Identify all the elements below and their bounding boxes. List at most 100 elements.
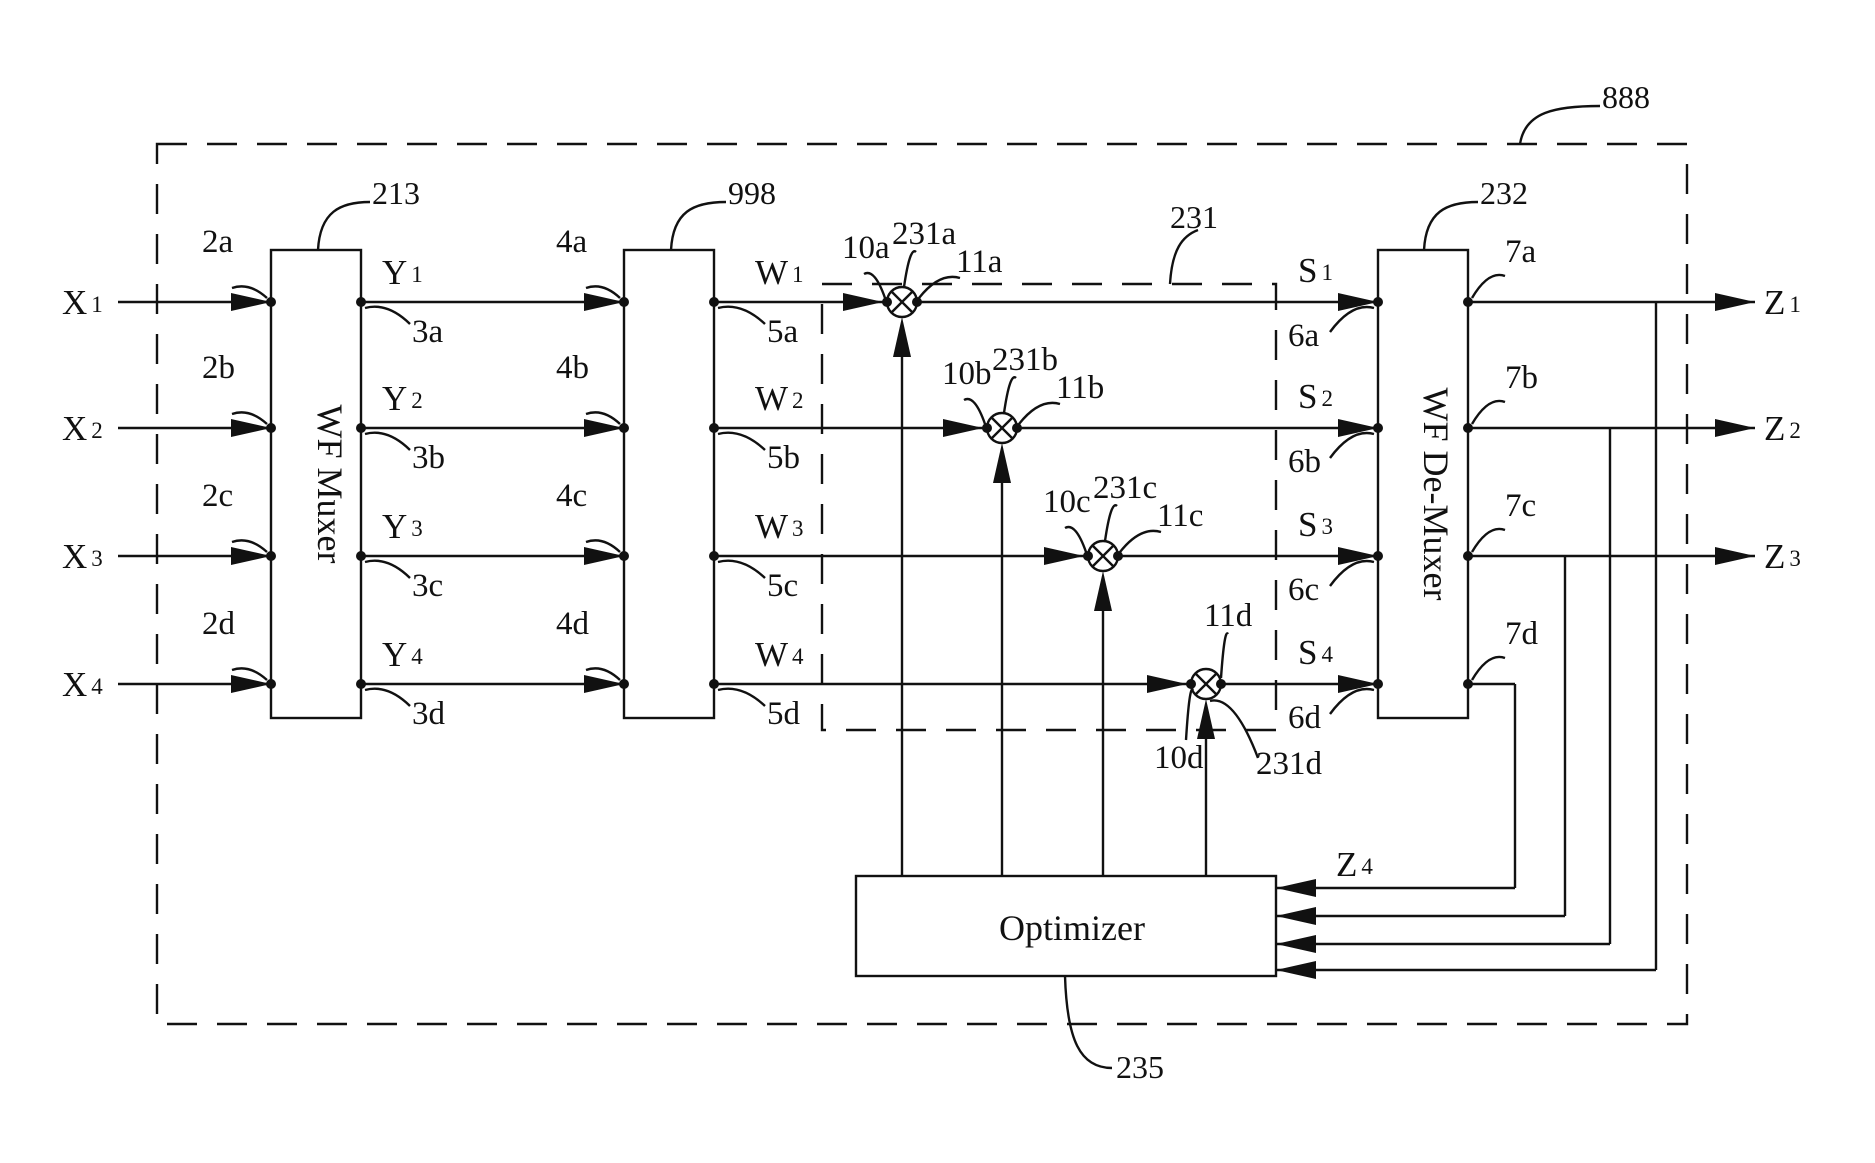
signal-label-w3: W3: [755, 507, 804, 546]
ref-231: 231: [1170, 199, 1218, 235]
signal-label-y3: Y3: [382, 507, 423, 546]
ref-235: 235: [1116, 1049, 1164, 1085]
port-label-2a: 2a: [202, 224, 234, 260]
muxer-port-2a: [266, 297, 276, 307]
feedback-arrow-z3: [1276, 907, 1316, 925]
port-label-4a: 4a: [556, 224, 588, 260]
port-label-10c: 10c: [1043, 484, 1091, 520]
feedback-arrow-z1: [1276, 961, 1316, 979]
signal-label-w2: W2: [755, 379, 804, 418]
mixer-in-10b: [982, 423, 992, 433]
middle-port-4b: [619, 423, 629, 433]
input-label-x1: X1: [62, 283, 103, 322]
port-label-4d: 4d: [556, 606, 590, 642]
output-arrow-z1: [1715, 293, 1755, 311]
input-label-x2: X2: [62, 409, 103, 448]
signal-label-y4: Y4: [382, 635, 423, 674]
middle-block: [624, 250, 714, 718]
muxer-port-2d: [266, 679, 276, 689]
port-label-6c: 6c: [1288, 572, 1319, 608]
demuxer-port-6c: [1373, 551, 1383, 561]
feedback-arrow-z4: [1276, 879, 1316, 897]
mixer-group-leader: [1170, 230, 1198, 284]
mixer-label-231d: 231d: [1256, 746, 1323, 782]
middle-port-4d: [619, 679, 629, 689]
port-label-3a: 3a: [412, 314, 444, 350]
leader-6b: [1330, 433, 1374, 458]
leader-7a: [1472, 275, 1505, 298]
leader-5d: [718, 689, 765, 706]
control-arrow-231b: [993, 443, 1011, 483]
port-label-5d: 5d: [767, 696, 801, 732]
optimizer-leader: [1065, 976, 1112, 1068]
leader-3c: [365, 561, 410, 578]
demuxer-port-6a: [1373, 297, 1383, 307]
output-arrow-z2: [1715, 419, 1755, 437]
system-leader: [1520, 106, 1600, 144]
leader-11d: [1221, 633, 1228, 678]
leader-5b: [718, 433, 765, 450]
signal-label-y2: Y2: [382, 379, 423, 418]
leader-10d: [1186, 689, 1193, 740]
leader-11a: [919, 277, 960, 298]
port-label-2b: 2b: [202, 350, 235, 386]
leader-3a: [365, 307, 410, 324]
port-label-10b: 10b: [942, 356, 992, 392]
leader-3b: [365, 433, 410, 450]
muxer-port-2b: [266, 423, 276, 433]
port-label-2c: 2c: [202, 478, 233, 514]
signal-label-s1: S1: [1298, 251, 1333, 290]
mixer-label-231b: 231b: [992, 342, 1058, 378]
port-label-5b: 5b: [767, 440, 800, 476]
mixer-label-231c: 231c: [1093, 470, 1157, 506]
leader-5c: [718, 561, 765, 578]
arrow-w3: [1044, 547, 1084, 565]
arrow-w4: [1147, 675, 1187, 693]
port-label-11a: 11a: [956, 244, 1003, 280]
muxer-label: WF Muxer: [310, 405, 350, 564]
leader-11c: [1120, 531, 1161, 552]
arrow-w1: [843, 293, 883, 311]
signal-label-w1: W1: [755, 253, 804, 292]
output-label-z3: Z3: [1764, 537, 1801, 576]
middle-leader: [671, 202, 726, 250]
port-label-6b: 6b: [1288, 444, 1321, 480]
mixer-in-10d: [1186, 679, 1196, 689]
ref-232: 232: [1480, 175, 1528, 211]
control-arrow-231d: [1197, 699, 1215, 739]
leader-6c: [1330, 561, 1374, 586]
leader-11b: [1019, 403, 1060, 424]
port-label-2d: 2d: [202, 606, 236, 642]
port-label-5c: 5c: [767, 568, 798, 604]
port-label-5a: 5a: [767, 314, 799, 350]
control-arrow-231a: [893, 317, 911, 357]
leader-6d: [1330, 689, 1374, 714]
demuxer-leader: [1424, 202, 1478, 250]
muxer-leader: [318, 202, 370, 250]
port-label-4b: 4b: [556, 350, 589, 386]
input-label-x4: X4: [62, 665, 103, 704]
demuxer-label: WF De-Muxer: [1416, 388, 1456, 601]
leader-5a: [718, 307, 765, 324]
leader-7c: [1472, 529, 1505, 552]
leader-10a: [864, 273, 885, 298]
port-label-3c: 3c: [412, 568, 443, 604]
control-arrow-231c: [1094, 571, 1112, 611]
port-label-7b: 7b: [1505, 360, 1538, 396]
port-label-10a: 10a: [842, 230, 890, 266]
mixer-in-10a: [882, 297, 892, 307]
signal-label-w4: W4: [755, 635, 804, 674]
leader-7b: [1472, 401, 1505, 424]
port-label-10d: 10d: [1154, 740, 1204, 776]
output-label-z2: Z2: [1764, 409, 1801, 448]
leader-3d: [365, 689, 410, 706]
signal-label-s3: S3: [1298, 505, 1333, 544]
leader-231c: [1105, 505, 1117, 541]
leader-10b: [964, 399, 985, 424]
middle-port-4a: [619, 297, 629, 307]
leader-7d: [1472, 657, 1505, 680]
leader-6a: [1330, 307, 1374, 332]
middle-port-4c: [619, 551, 629, 561]
port-label-6a: 6a: [1288, 318, 1320, 354]
